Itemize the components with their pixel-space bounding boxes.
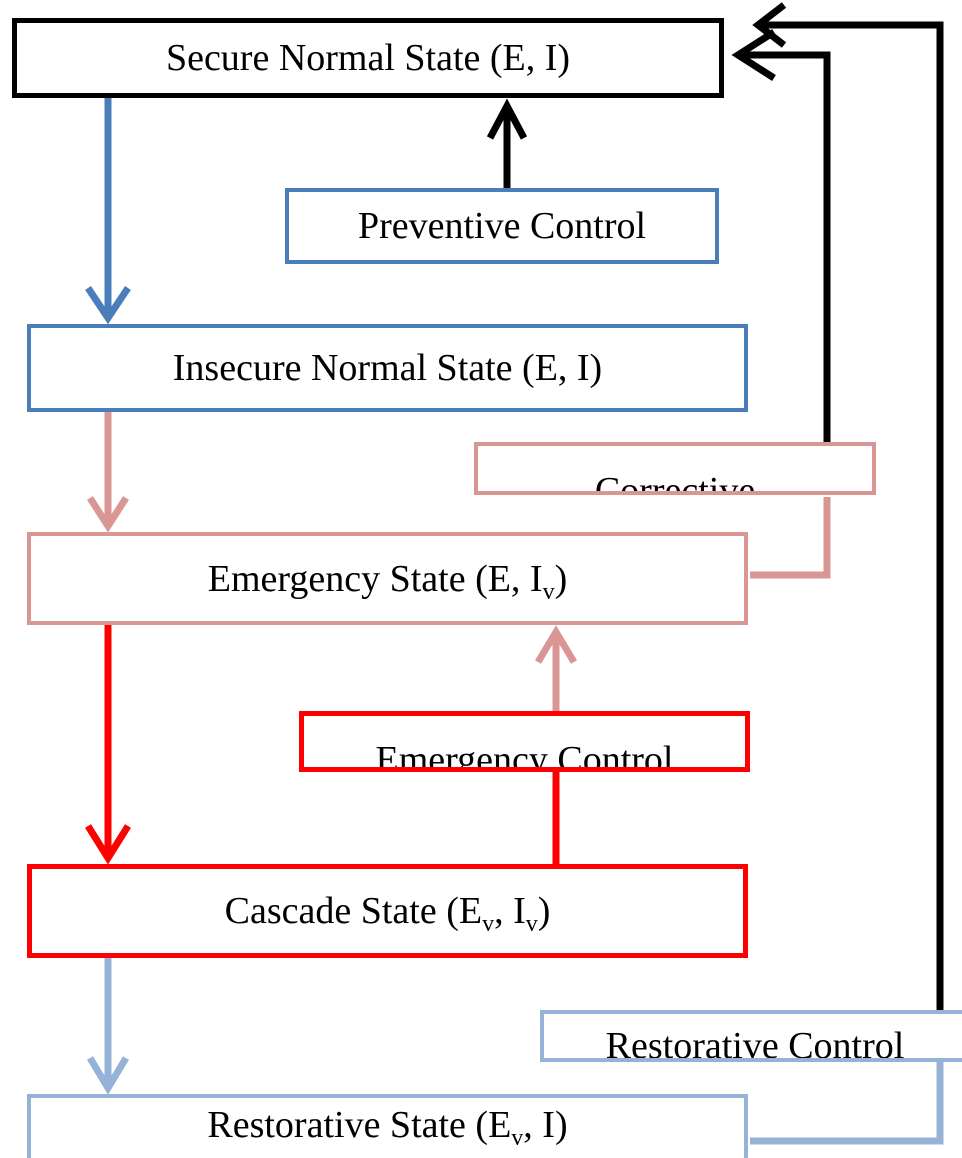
cascade-state-label-tail: )	[537, 890, 551, 932]
emergency-state-label: Emergency State (E, Iv)	[207, 557, 568, 604]
restorative-control-label: Restorative Control	[605, 1025, 905, 1062]
restorative-to-restorative-control-line	[750, 1062, 944, 1145]
secure-to-insecure-arrowhead	[85, 286, 131, 325]
cascade-to-restorative-arrowhead	[86, 1056, 130, 1095]
insecure-to-emergency-arrowhead	[87, 496, 129, 533]
corrective-control-label: Corrective	[594, 470, 756, 495]
restorative-to-secure-arrowhead	[752, 2, 787, 48]
secure-normal-state-box: Secure Normal State (E, I)	[12, 18, 724, 98]
preventive-control-label: Preventive Control	[357, 205, 647, 247]
restorative-state-label-tail: , I)	[523, 1104, 568, 1146]
cascade-state-label-sub-i: v	[525, 911, 538, 937]
insecure-normal-state-box: Insecure Normal State (E, I)	[27, 324, 748, 412]
cascade-state-label-main: Cascade State (E	[224, 890, 483, 932]
restorative-control-box: Restorative Control	[540, 1010, 962, 1062]
emergency-state-label-tail: )	[554, 557, 568, 600]
corrective-to-secure-arrow	[738, 51, 831, 445]
cascade-state-label-mid: , I	[494, 890, 526, 932]
emergency-state-label-sub: v	[542, 578, 555, 605]
emergency-state-box: Emergency State (E, Iv)	[27, 532, 748, 625]
restorative-state-label-main: Restorative State (E	[207, 1104, 512, 1146]
corrective-control-box: Corrective	[474, 442, 876, 495]
restorative-state-label-sub: v	[511, 1125, 524, 1151]
emergency-control-label: Emergency Control	[375, 739, 674, 772]
emergency-state-label-main: Emergency State (E, I	[207, 557, 543, 600]
restorative-state-box: Restorative State (Ev, I)	[27, 1094, 748, 1158]
emergency-control-to-emergency-arrowhead	[534, 625, 578, 664]
restorative-state-label: Restorative State (Ev, I)	[207, 1104, 568, 1150]
preventive-to-secure-arrowhead	[486, 98, 528, 140]
insecure-normal-state-label: Insecure Normal State (E, I)	[172, 347, 603, 389]
preventive-control-box: Preventive Control	[285, 188, 719, 264]
emergency-to-cascade-arrowhead	[85, 824, 131, 865]
emergency-control-box: Emergency Control	[299, 711, 750, 772]
cascade-state-label: Cascade State (Ev, Iv)	[224, 890, 551, 936]
secure-normal-state-label: Secure Normal State (E, I)	[165, 37, 571, 79]
emergency-to-corrective-line	[750, 497, 831, 579]
cascade-state-box: Cascade State (Ev, Iv)	[27, 864, 748, 958]
restorative-to-secure-arrow	[758, 21, 944, 1010]
cascade-state-label-sub-e: v	[482, 911, 495, 937]
corrective-to-secure-arrowhead	[731, 29, 776, 81]
